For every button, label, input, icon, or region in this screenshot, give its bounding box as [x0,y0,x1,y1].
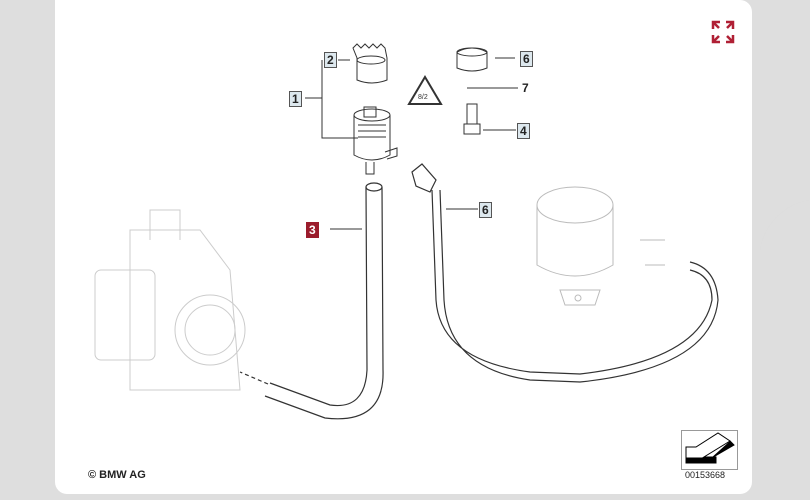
callout-2[interactable]: 2 [324,52,337,68]
diagram-card [55,0,752,494]
callout-4[interactable]: 4 [517,123,530,139]
part-2-seal-ring [352,43,388,84]
callout-7[interactable]: 7 [522,81,529,95]
image-number: 00153668 [685,470,726,480]
part-6-cap [456,47,488,72]
part-1-valve [353,106,398,175]
copyright: © BMW AG [88,469,146,481]
callout-6-hose[interactable]: 6 [479,202,492,218]
arrow-icon [681,430,738,470]
callout-1[interactable]: 1 [289,91,302,107]
svg-text:8/2: 8/2 [418,94,428,101]
part-7-warning-label: 8/2 [407,75,443,105]
part-3-hose [239,182,384,420]
part-4-valve [463,103,481,135]
expand-icon[interactable] [711,20,735,44]
callout-3[interactable]: 3 [306,222,319,238]
part-6-hose [411,163,719,383]
canister-ghost [536,186,665,306]
callout-6-cap[interactable]: 6 [520,51,533,67]
throttle-body-ghost [94,209,246,391]
